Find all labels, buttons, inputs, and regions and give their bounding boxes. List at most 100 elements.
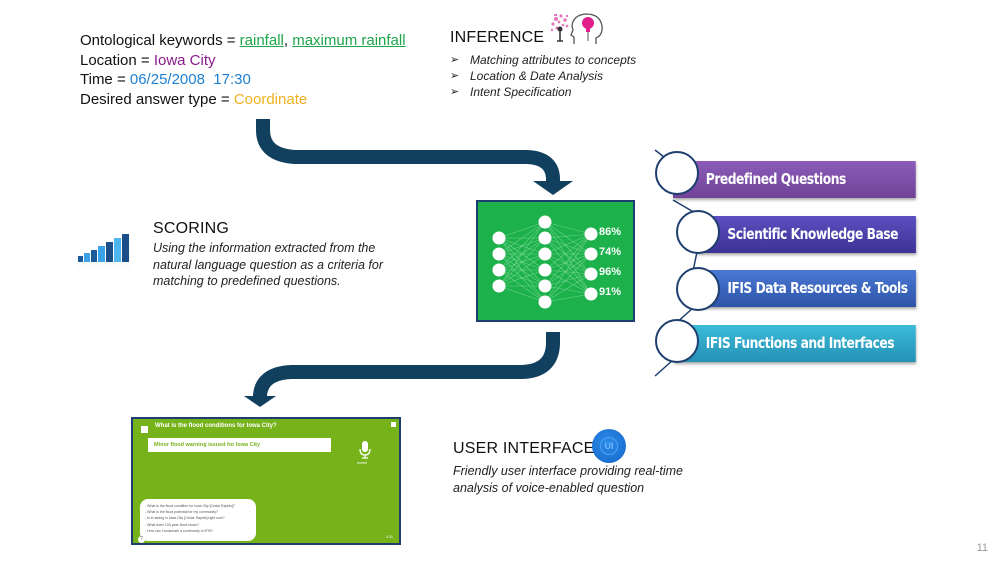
restart-label[interactable]: restart xyxy=(357,461,367,465)
nn-output-node xyxy=(584,227,598,241)
page-number: 11 xyxy=(976,542,988,554)
nn-edge xyxy=(498,221,546,239)
keywords-line: Ontological keywords = rainfall, maximum… xyxy=(80,31,406,51)
arrow-bullet-icon: ➢ xyxy=(450,86,460,98)
user-interface-title: USER INTERFACE xyxy=(453,440,595,457)
nn-edge xyxy=(544,233,592,303)
nn-node xyxy=(492,263,506,277)
pipeline-item-scientific-knowledge-base: Scientific Knowledge Base xyxy=(697,216,916,253)
nn-edge xyxy=(544,273,592,287)
nn-edge xyxy=(544,237,592,255)
nn-edge xyxy=(544,233,592,255)
nn-output-node xyxy=(584,267,598,281)
nn-edge xyxy=(544,253,592,287)
pipeline-item-ifis-functions: IFIS Functions and Interfaces xyxy=(673,325,916,362)
pipeline-item-label: Predefined Questions xyxy=(705,170,846,188)
pipeline-item-ifis-data-resources: IFIS Data Resources & Tools xyxy=(697,270,916,307)
pipeline-circle xyxy=(655,151,699,195)
nn-output-label: 86% xyxy=(599,226,622,238)
suggestion-list: - What is the flood condition for Iowa C… xyxy=(140,499,256,541)
nn-node xyxy=(538,263,552,277)
pipeline-item-label: IFIS Data Resources & Tools xyxy=(727,279,908,297)
inference-item: ➢Location & Date Analysis xyxy=(450,68,636,84)
pipeline-circle xyxy=(676,210,720,254)
spoken-question: What is the flood conditions for Iowa Ci… xyxy=(155,423,277,429)
user-interface-description: Friendly user interface providing real-t… xyxy=(453,464,683,495)
ui-badge-label: UI xyxy=(600,437,618,455)
keyword-maximum-rainfall[interactable]: maximum rainfall xyxy=(292,32,406,49)
time-line: Time = 06/25/2008 17:30 xyxy=(80,70,406,90)
nn-edge xyxy=(544,221,592,295)
nn-edge xyxy=(498,221,546,287)
nn-edge xyxy=(498,221,546,255)
arrow-bullet-icon: ➢ xyxy=(450,54,460,66)
nn-edge xyxy=(544,233,592,239)
pipeline-circle xyxy=(676,267,720,311)
bar-chart-icon xyxy=(74,232,132,272)
nn-edge xyxy=(544,221,592,255)
nn-node xyxy=(538,295,552,309)
voice-interface-preview: What is the flood conditions for Iowa Ci… xyxy=(131,417,401,545)
keyword-rainfall[interactable]: rainfall xyxy=(239,32,284,49)
pipeline-item-label: Scientific Knowledge Base xyxy=(727,225,898,243)
head-lightbulb-icon xyxy=(548,11,610,47)
pipeline-item-label: IFIS Functions and Interfaces xyxy=(705,334,895,352)
nn-edge xyxy=(544,253,592,271)
nn-node xyxy=(492,247,506,261)
nn-edge xyxy=(544,221,592,275)
inference-list: ➢ Matching attributes to concepts ➢Locati… xyxy=(450,52,636,100)
inference-item-label: Matching attributes to concepts xyxy=(470,53,637,67)
suggestion-item[interactable]: - What does 100-year flood mean? xyxy=(145,522,199,527)
nn-output-label: 96% xyxy=(599,266,622,278)
help-icon[interactable]: ? xyxy=(138,536,145,543)
neural-network-graph xyxy=(492,215,598,309)
arrow-bullet-icon: ➢ xyxy=(450,70,460,82)
nn-edge xyxy=(544,269,592,295)
inference-item: ➢Intent Specification xyxy=(450,84,636,100)
nn-node xyxy=(538,247,552,261)
nn-node xyxy=(538,215,552,229)
nn-node xyxy=(538,279,552,293)
microphone-icon[interactable] xyxy=(359,441,371,461)
keyword-separator: , xyxy=(283,32,293,49)
nn-edge xyxy=(544,233,592,271)
pipeline-item-predefined-questions: Predefined Questions xyxy=(673,161,916,198)
answer-field: Minor flood warning issued for Iowa City xyxy=(148,438,331,452)
time-label: Time = xyxy=(80,71,130,88)
suggestion-item[interactable]: - What is the flood potential for my com… xyxy=(145,510,218,515)
arrow-to-inference xyxy=(256,119,573,195)
answer-type-value: Coordinate xyxy=(233,90,308,108)
nn-edge xyxy=(544,253,592,275)
nn-edge xyxy=(544,269,592,275)
suggestion-item[interactable]: - What is the flood condition for Iowa C… xyxy=(145,504,235,508)
answer-type-label: Desired answer type = xyxy=(80,90,234,108)
corner-indicator: 0:31 xyxy=(386,535,393,539)
nn-edge xyxy=(544,293,592,303)
suggestion-item[interactable]: - How can I bookmark a community in IFIS… xyxy=(145,528,213,533)
nn-edge xyxy=(498,285,546,303)
ui-badge-icon: UI xyxy=(592,429,626,463)
question-checkbox[interactable] xyxy=(141,426,148,433)
inference-title: INFERENCE xyxy=(450,29,545,46)
close-icon[interactable] xyxy=(391,422,396,427)
time-value: 06/25/2008 17:30 xyxy=(129,71,251,88)
nn-edge xyxy=(544,233,592,287)
nn-edge xyxy=(544,237,592,295)
inference-item: ➢ Matching attributes to concepts xyxy=(450,52,636,68)
nn-edge xyxy=(544,237,592,275)
nn-output-node xyxy=(584,287,598,301)
nn-edge xyxy=(544,253,592,303)
nn-edge xyxy=(544,273,592,303)
nn-edge xyxy=(544,253,592,295)
scoring-title: SCORING xyxy=(153,220,230,237)
keywords-label: Ontological keywords = xyxy=(80,32,240,49)
nn-edge xyxy=(544,285,592,295)
neural-network-diagram: 86% 74% 96% 91% xyxy=(476,200,635,322)
nn-edge xyxy=(498,253,546,287)
location-label: Location = xyxy=(80,51,154,69)
location-value: Iowa City xyxy=(153,51,216,69)
location-line: Location = Iowa City xyxy=(80,51,406,71)
suggestion-item[interactable]: - Is it raining in Iowa City [Cedar Rapi… xyxy=(145,516,225,521)
nn-node xyxy=(538,231,552,245)
